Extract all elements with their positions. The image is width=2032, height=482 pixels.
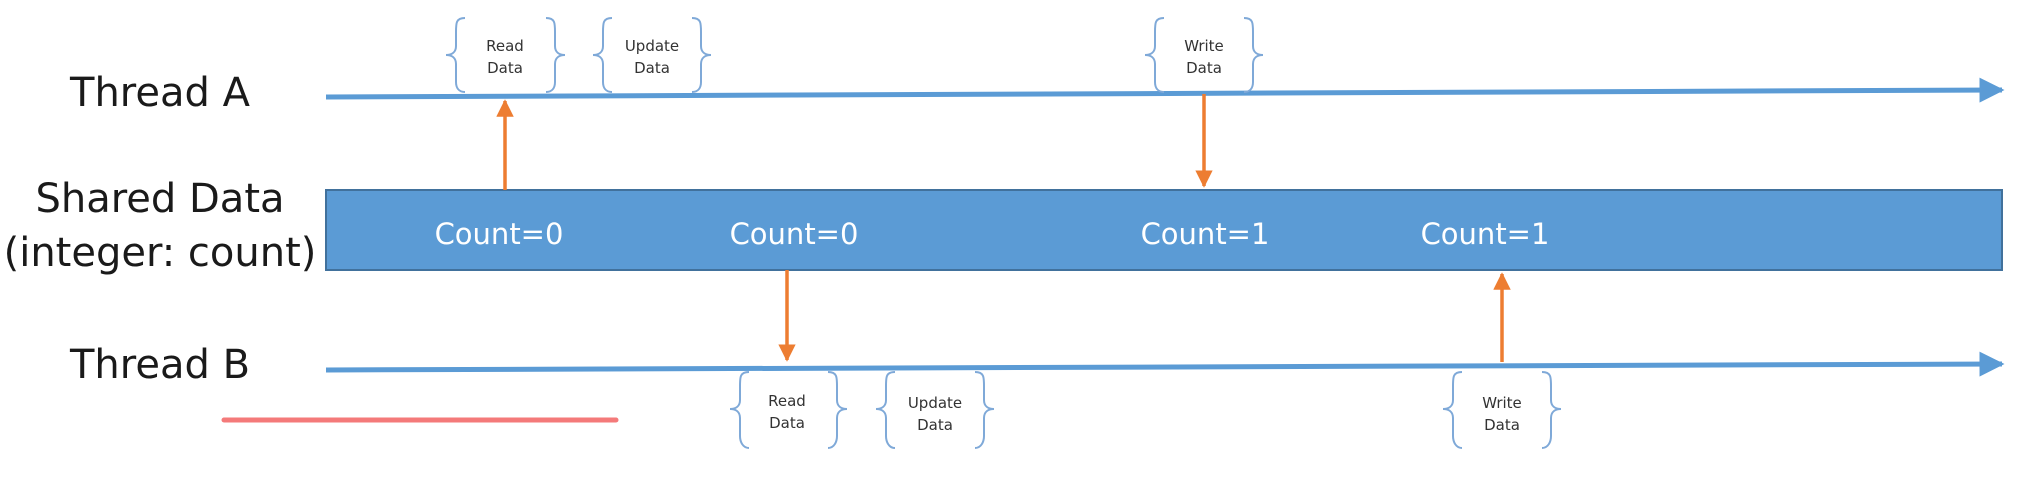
op-label-line1: Update bbox=[625, 37, 679, 55]
op-label-line1: Update bbox=[908, 394, 962, 412]
thread-a-write-data-op: Write Data bbox=[1144, 17, 1264, 93]
brace-icon bbox=[729, 371, 848, 449]
thread-b-timeline-arrow bbox=[325, 351, 2005, 377]
count-value-3: Count=1 bbox=[1141, 217, 1270, 251]
shared-data-label: Shared Data bbox=[35, 176, 284, 222]
brace-icon bbox=[1442, 371, 1562, 449]
op-label-line1: Write bbox=[1184, 37, 1224, 55]
count-value-4: Count=1 bbox=[1421, 217, 1550, 251]
thread-b-write-data-op: Write Data bbox=[1442, 371, 1562, 449]
thread-a-update-data-op: Update Data bbox=[592, 17, 712, 93]
op-label-line2: Data bbox=[487, 59, 523, 77]
op-label-line2: Data bbox=[917, 416, 953, 434]
op-label-line2: Data bbox=[1186, 59, 1222, 77]
count-value-2: Count=0 bbox=[730, 217, 859, 251]
op-label-line2: Data bbox=[634, 59, 670, 77]
brace-icon bbox=[1144, 17, 1264, 93]
op-label-line2: Data bbox=[1484, 416, 1520, 434]
shared-data-bar bbox=[325, 189, 2003, 271]
op-label-line1: Read bbox=[486, 37, 524, 55]
brace-icon bbox=[592, 17, 712, 93]
thread-a-label: Thread A bbox=[69, 70, 251, 116]
thread-a-timeline-arrow bbox=[325, 77, 2005, 103]
thread-b-update-data-op: Update Data bbox=[875, 371, 995, 449]
thread-a-read-data-op: Read Data bbox=[445, 17, 566, 93]
thread-b-label: Thread B bbox=[69, 342, 250, 388]
op-label-line1: Read bbox=[768, 392, 806, 410]
brace-icon bbox=[875, 371, 995, 449]
shared-data-type-label: (integer: count) bbox=[4, 230, 317, 276]
op-label-line1: Write bbox=[1482, 394, 1522, 412]
thread-b-read-data-op: Read Data bbox=[729, 371, 848, 449]
brace-icon bbox=[445, 17, 566, 93]
op-label-line2: Data bbox=[769, 414, 805, 432]
count-value-1: Count=0 bbox=[435, 217, 564, 251]
